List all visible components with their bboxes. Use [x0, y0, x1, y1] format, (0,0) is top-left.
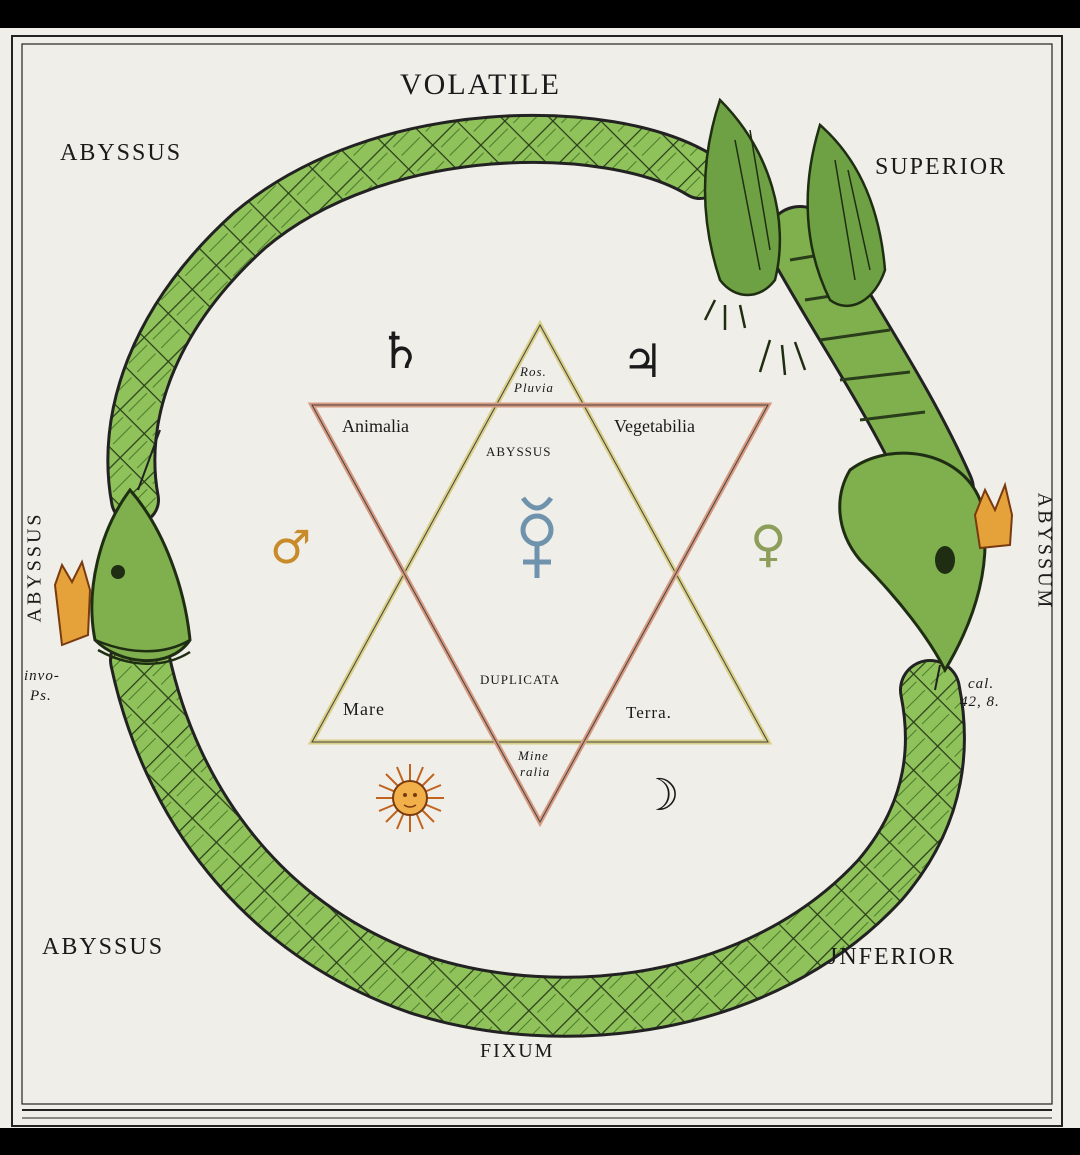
star-pluvia: Pluvia	[514, 380, 554, 395]
label-abyssum-vertical: ABYSSUM	[1033, 492, 1056, 611]
star-mare: Mare	[343, 699, 385, 719]
star-animalia: Animalia	[342, 416, 409, 436]
left-crown-icon	[53, 559, 92, 647]
note-cal: cal.	[968, 676, 995, 692]
mars-icon: ♂	[270, 520, 312, 574]
star-terra: Terra.	[626, 703, 672, 722]
star-ros: Ros.	[520, 364, 547, 379]
label-abyssus-top-left: ABYSSUS	[60, 140, 183, 166]
star-mine: Mine	[518, 748, 549, 763]
star-ralia: ralia	[520, 764, 551, 779]
hexagram	[307, 319, 773, 828]
saturn-icon: ♄	[378, 322, 423, 380]
note-ref: 42, 8.	[960, 694, 1000, 710]
label-abyssus-bottom-left: ABYSSUS	[42, 934, 165, 960]
right-dragon-head	[838, 451, 1014, 674]
moon-icon: ☽	[640, 770, 680, 821]
serpent-wings	[703, 97, 887, 376]
star-vegetabilia: Vegetabilia	[614, 416, 695, 436]
border-outer	[11, 35, 1063, 1127]
note-ps: Ps.	[30, 688, 52, 704]
jupiter-icon: ♃	[622, 334, 664, 388]
label-fixum: FIXUM	[480, 1040, 555, 1062]
border-inner	[21, 43, 1053, 1105]
venus-icon: ♀	[750, 515, 787, 573]
label-jnferior: JNFERIOR	[828, 944, 957, 970]
star-abyssus: ABYSSUS	[486, 444, 552, 459]
mercury-icon	[520, 496, 554, 578]
label-abyssus-vertical: ABYSSUS	[23, 511, 46, 623]
label-superior: SUPERIOR	[875, 154, 1008, 180]
sun-icon	[376, 764, 444, 832]
label-volatile: VOLATILE	[400, 68, 561, 101]
right-crown-icon	[973, 481, 1014, 550]
left-serpent-head	[53, 487, 192, 665]
note-invo: invo-	[24, 668, 60, 684]
star-duplicata: DUPLICATA	[480, 672, 561, 687]
